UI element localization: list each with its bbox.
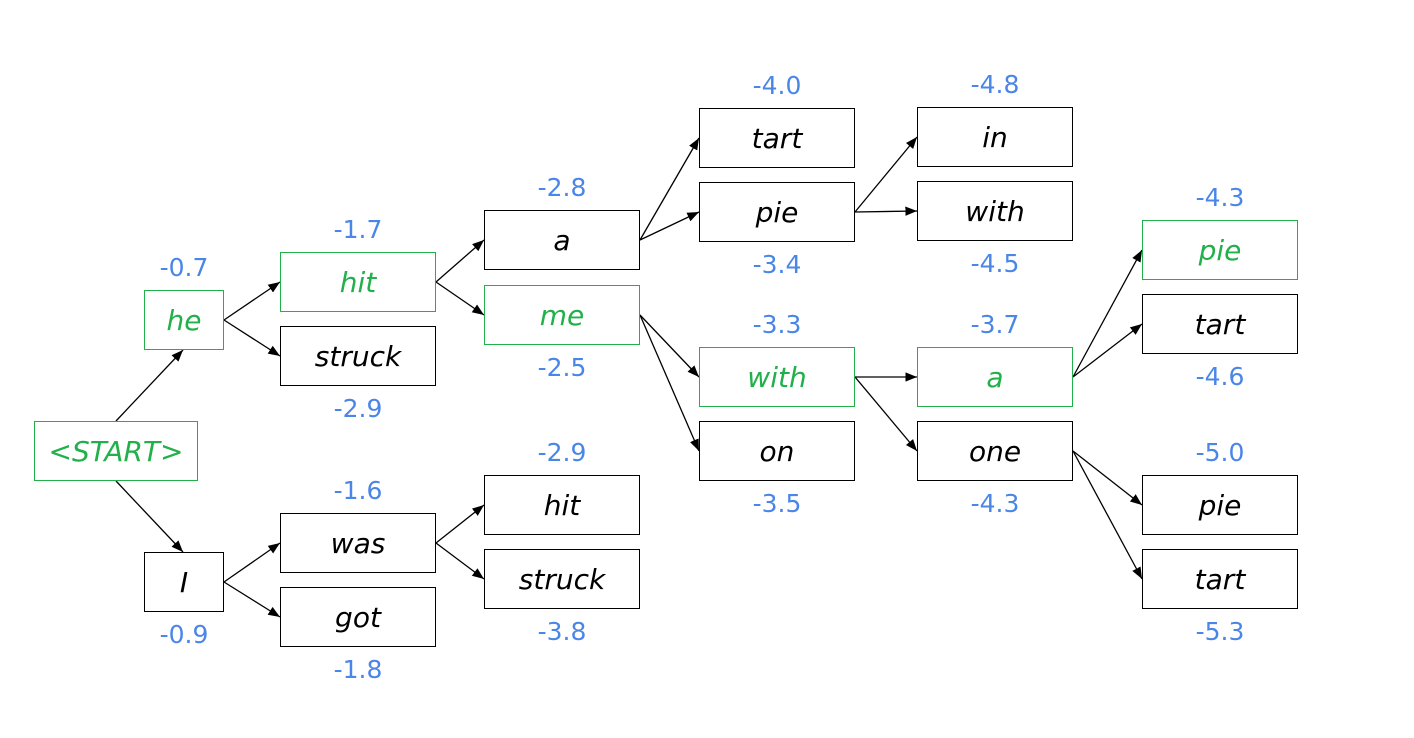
edge-arrow-start-I bbox=[115, 480, 184, 553]
token-label: <START> bbox=[48, 434, 184, 468]
log-prob-score: -4.8 bbox=[970, 70, 1020, 99]
token-label: he bbox=[166, 303, 202, 337]
token-node-pie2: pie bbox=[1142, 220, 1298, 280]
log-prob-score: -2.5 bbox=[537, 353, 587, 382]
edge-arrow-I-got bbox=[223, 581, 281, 618]
log-prob-score: -1.7 bbox=[333, 215, 383, 244]
log-prob-score: -5.3 bbox=[1195, 617, 1245, 646]
token-node-a2: a bbox=[917, 347, 1073, 407]
token-label: was bbox=[330, 526, 386, 560]
log-prob-score: -0.9 bbox=[159, 620, 209, 649]
token-label: I bbox=[179, 565, 189, 599]
token-node-pie3: pie bbox=[1142, 475, 1298, 535]
log-prob-score: -4.0 bbox=[752, 71, 802, 100]
log-prob-score: -3.7 bbox=[970, 310, 1020, 339]
log-prob-score: -2.8 bbox=[537, 173, 587, 202]
token-label: hit bbox=[339, 265, 377, 299]
log-prob-score: -4.3 bbox=[1195, 183, 1245, 212]
token-label: pie bbox=[755, 195, 799, 229]
token-label: one bbox=[968, 434, 1022, 468]
edge-arrow-I-was bbox=[223, 542, 281, 583]
log-prob-score: -3.3 bbox=[752, 310, 802, 339]
log-prob-score: -4.6 bbox=[1195, 362, 1245, 391]
token-node-a: a bbox=[484, 210, 640, 270]
token-node-struck2: struck bbox=[484, 549, 640, 609]
token-node-struck: struck bbox=[280, 326, 436, 386]
token-node-one: one bbox=[917, 421, 1073, 481]
token-label: tart bbox=[751, 121, 803, 155]
edge-arrow-hit-a bbox=[435, 239, 485, 283]
token-node-he: he bbox=[144, 290, 224, 350]
edge-arrow-a-pie bbox=[639, 211, 700, 241]
log-prob-score: -4.3 bbox=[970, 489, 1020, 518]
edge-arrow-me-with bbox=[639, 314, 700, 378]
token-node-with2: with bbox=[917, 181, 1073, 241]
token-label: me bbox=[539, 298, 585, 332]
edge-arrow-a2-tart2 bbox=[1072, 323, 1143, 378]
token-label: tart bbox=[1194, 562, 1246, 596]
token-label: hit bbox=[543, 488, 581, 522]
token-node-hit: hit bbox=[280, 252, 436, 312]
edge-arrow-he-hit bbox=[223, 281, 281, 321]
token-node-hit2: hit bbox=[484, 475, 640, 535]
token-label: with bbox=[965, 194, 1025, 228]
token-node-pie: pie bbox=[699, 182, 855, 242]
edge-arrow-one-tart3 bbox=[1072, 450, 1143, 580]
log-prob-score: -0.7 bbox=[159, 253, 209, 282]
token-label: a bbox=[986, 360, 1004, 394]
log-prob-score: -3.4 bbox=[752, 250, 802, 279]
token-node-start: <START> bbox=[34, 421, 198, 481]
log-prob-score: -1.6 bbox=[333, 476, 383, 505]
edge-arrow-a-tart bbox=[639, 137, 700, 241]
edge-arrow-hit-me bbox=[435, 281, 485, 316]
log-prob-score: -4.5 bbox=[970, 249, 1020, 278]
edge-arrow-pie-in bbox=[854, 136, 918, 213]
edge-arrow-a2-pie2 bbox=[1072, 249, 1143, 378]
log-prob-score: -5.0 bbox=[1195, 438, 1245, 467]
token-node-was: was bbox=[280, 513, 436, 573]
edge-arrow-one-pie3 bbox=[1072, 450, 1143, 506]
token-node-tart3: tart bbox=[1142, 549, 1298, 609]
edge-arrow-was-struck2 bbox=[435, 542, 485, 580]
edge-arrow-start-he bbox=[115, 349, 184, 422]
token-label: pie bbox=[1198, 488, 1242, 522]
token-node-tart2: tart bbox=[1142, 294, 1298, 354]
log-prob-score: -3.8 bbox=[537, 617, 587, 646]
token-label: struck bbox=[518, 562, 606, 596]
log-prob-score: -3.5 bbox=[752, 489, 802, 518]
edge-arrow-with-one bbox=[854, 376, 918, 452]
token-label: pie bbox=[1198, 233, 1242, 267]
edge-arrow-was-hit2 bbox=[435, 504, 485, 544]
log-prob-score: -2.9 bbox=[333, 394, 383, 423]
token-node-I: I bbox=[144, 552, 224, 612]
edge-arrow-pie-with2 bbox=[854, 206, 918, 216]
token-node-tart: tart bbox=[699, 108, 855, 168]
token-node-got: got bbox=[280, 587, 436, 647]
log-prob-score: -1.8 bbox=[333, 655, 383, 684]
token-label: in bbox=[982, 120, 1008, 154]
token-label: struck bbox=[314, 339, 402, 373]
edge-arrow-he-struck bbox=[223, 319, 281, 357]
token-node-me: me bbox=[484, 285, 640, 345]
token-label: tart bbox=[1194, 307, 1246, 341]
token-label: on bbox=[759, 434, 795, 468]
token-label: a bbox=[553, 223, 571, 257]
log-prob-score: -2.9 bbox=[537, 438, 587, 467]
token-node-on: on bbox=[699, 421, 855, 481]
token-node-in: in bbox=[917, 107, 1073, 167]
token-label: got bbox=[335, 600, 381, 634]
token-node-with: with bbox=[699, 347, 855, 407]
token-label: with bbox=[747, 360, 807, 394]
edge-arrow-me-on bbox=[639, 314, 700, 452]
